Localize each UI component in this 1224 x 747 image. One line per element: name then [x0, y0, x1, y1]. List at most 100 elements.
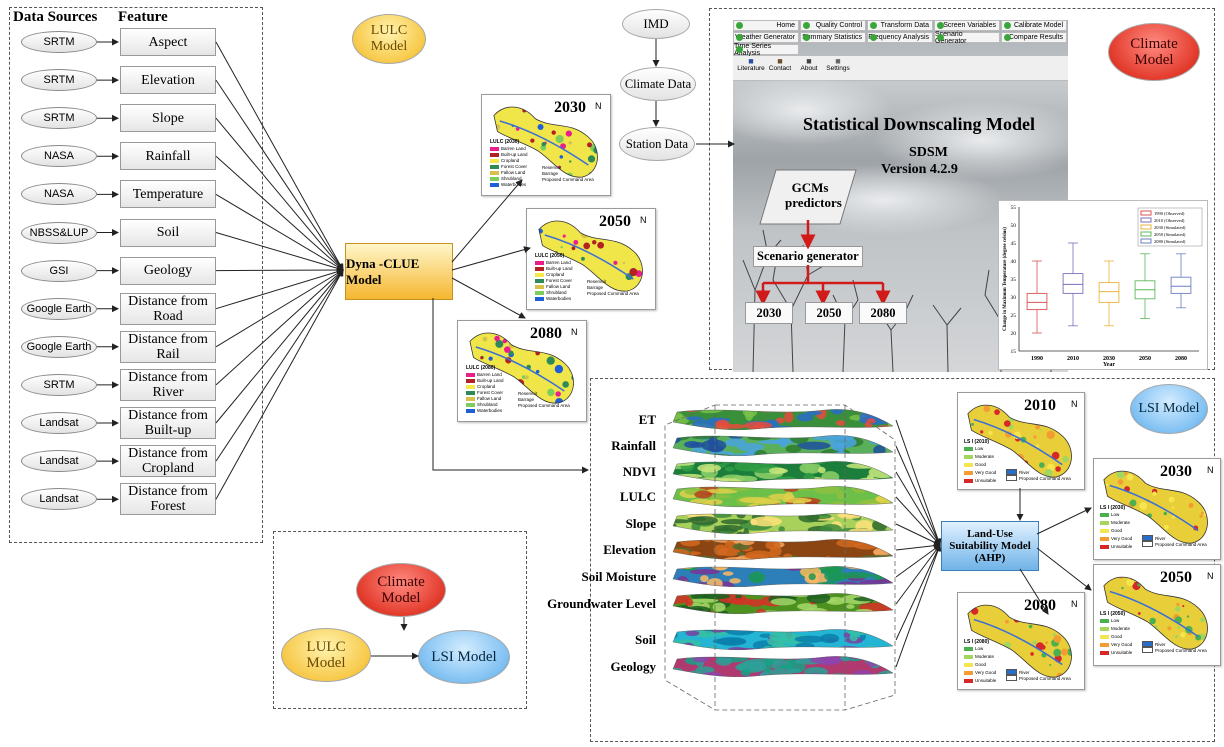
sdsm-toolbar-button[interactable]: Quality Control [800, 20, 866, 31]
summary-lulc-ellipse: LULC Model [281, 628, 371, 682]
legend-label: Barren Land [501, 146, 526, 151]
sdsm-toolbar-button[interactable]: Summary Statistics [800, 32, 866, 43]
legend-label: Moderate [1111, 520, 1131, 525]
legend-swatch [964, 462, 973, 467]
lulc-legend-title: LULC (2050) [535, 253, 565, 259]
lulc-legend-item: Barren Land [490, 146, 526, 151]
legend-swatch [466, 402, 475, 407]
sdsm-toolbar-button[interactable]: Transform Data [867, 20, 933, 31]
lulc-map-year: 2050 [599, 213, 631, 230]
go-icon [736, 22, 743, 29]
summary-panel [273, 531, 527, 709]
lulc-legend-item: Fallow Land [490, 170, 525, 175]
lsi-basin-map [967, 604, 1072, 678]
feature-box: Rainfall [120, 142, 216, 171]
raster-layer [672, 461, 894, 483]
source-badge: Google Earth [21, 297, 97, 320]
lsi-model-panel [590, 378, 1215, 742]
feature-box: Distance from Road [120, 292, 216, 325]
y-tick-label: 15 [1011, 349, 1017, 355]
legend-swatch [466, 384, 475, 389]
lsi-legend-item: Low [1100, 618, 1119, 623]
lsi-legend-item: Unsuitable [1100, 650, 1132, 655]
legend-swatch [490, 176, 499, 181]
legend-label: Moderate [975, 654, 995, 659]
legend-swatch [1006, 475, 1017, 481]
legend-swatch [535, 260, 544, 265]
lsi-legend-item: Unsuitable [964, 478, 996, 483]
legend-swatch [964, 646, 973, 651]
sdsm-toolbar-button[interactable]: Calibrate Model [1001, 20, 1067, 31]
legend-swatch [1140, 210, 1152, 216]
tools-icon: ■ [835, 56, 841, 66]
legend-label: Waterbodies [546, 296, 572, 301]
y-tick-label: 55 [1011, 205, 1017, 211]
legend-swatch [535, 266, 544, 271]
lsi-legend-item: Good [964, 662, 986, 667]
sdsm-toolbar-button[interactable]: Frequency Analysis [867, 32, 933, 43]
lulc-legend-extra: Proposed Command Area [518, 403, 570, 408]
legend-label: Very Good [1111, 536, 1133, 541]
toolbar-label: Scenario Generator [935, 30, 967, 45]
lulc-legend-extra: Barrage [542, 171, 559, 176]
go-icon [937, 34, 944, 41]
climate-model-ellipse: Climate Model [1108, 23, 1200, 81]
lsi-legend-extra: Proposed Command Area [1142, 647, 1207, 653]
lsi-model-ellipse: LSI Model [1130, 384, 1208, 434]
lsi-legend-title: LS I (2080) [964, 639, 990, 645]
legend-swatch [535, 272, 544, 277]
sdsm-toolbar-button[interactable]: Screen Variables [934, 20, 1000, 31]
lulc-legend-item: Waterbodies [490, 182, 526, 187]
legend-label: River [1019, 469, 1030, 475]
sdsm-toolbar-button[interactable]: Compare Results [1001, 32, 1067, 43]
legend-swatch [466, 378, 475, 383]
legend-label: Unsuitable [1111, 650, 1133, 655]
legend-swatch [1100, 512, 1109, 517]
legend-swatch [964, 454, 973, 459]
sdsm-menu-item[interactable]: ■Contact [766, 57, 794, 73]
header-data-sources: Data Sources [13, 9, 98, 25]
source-badge: Landsat [21, 450, 97, 473]
lulc-legend-extra: Barrage [587, 285, 604, 290]
sdsm-toolbar-button[interactable]: Weather Generator [733, 32, 799, 43]
legend-label: Good [975, 462, 987, 467]
box [1026, 260, 1048, 334]
legend-label: River [1155, 535, 1166, 541]
lulc-legend-title: LULC (2080) [466, 365, 496, 371]
sdsm-menu-bar: ■Literature■Contact■About■Settings [733, 56, 1068, 81]
lulc-legend-item: Shrubland [466, 402, 498, 407]
sdsm-menu-item[interactable]: ■About [795, 57, 823, 73]
feature-box: Distance from Forest [120, 483, 216, 516]
lsi-legend-item: Moderate [1100, 626, 1130, 631]
sdsm-menu-item[interactable]: ■Literature [737, 57, 765, 73]
north-arrow-icon: N [595, 101, 602, 111]
y-tick-label: 45 [1011, 241, 1017, 247]
lulc-legend-item: Built-up Land [535, 266, 573, 271]
y-tick-label: 35 [1011, 277, 1017, 283]
sdsm-toolbar-button[interactable]: Time Series Analysis [733, 43, 799, 57]
feature-box: Geology [120, 256, 216, 285]
sdsm-toolbar-button[interactable]: Home [733, 20, 799, 31]
lsi-basin-map [1103, 470, 1208, 544]
go-icon [870, 22, 877, 29]
lsi-legend-extra: Proposed Command Area [1006, 475, 1071, 481]
climate-data-ellipse: Climate Data [620, 67, 696, 101]
sdsm-toolbar-button[interactable]: Scenario Generator [934, 30, 1000, 45]
legend-label: Fallow Land [501, 170, 526, 175]
layer-label: LULC [619, 489, 656, 504]
sdsm-menu-item[interactable]: ■Settings [824, 57, 852, 73]
raster-layer [672, 593, 894, 615]
source-badge: SRTM [21, 107, 97, 130]
dyna-clue-label: Dyna -CLUE Model [346, 255, 420, 287]
source-badge: SRTM [21, 31, 97, 53]
scenario-year-box: 2080 [859, 302, 907, 324]
legend-swatch [1140, 217, 1152, 223]
lulc-legend-item: Forest Cover [466, 390, 503, 395]
dyna-clue-box: Dyna -CLUE Model [345, 243, 453, 300]
lulc-legend-item: Shrubland [490, 176, 522, 181]
legend-label: 2030 (Simulated) [1154, 225, 1186, 230]
box [1098, 260, 1120, 327]
